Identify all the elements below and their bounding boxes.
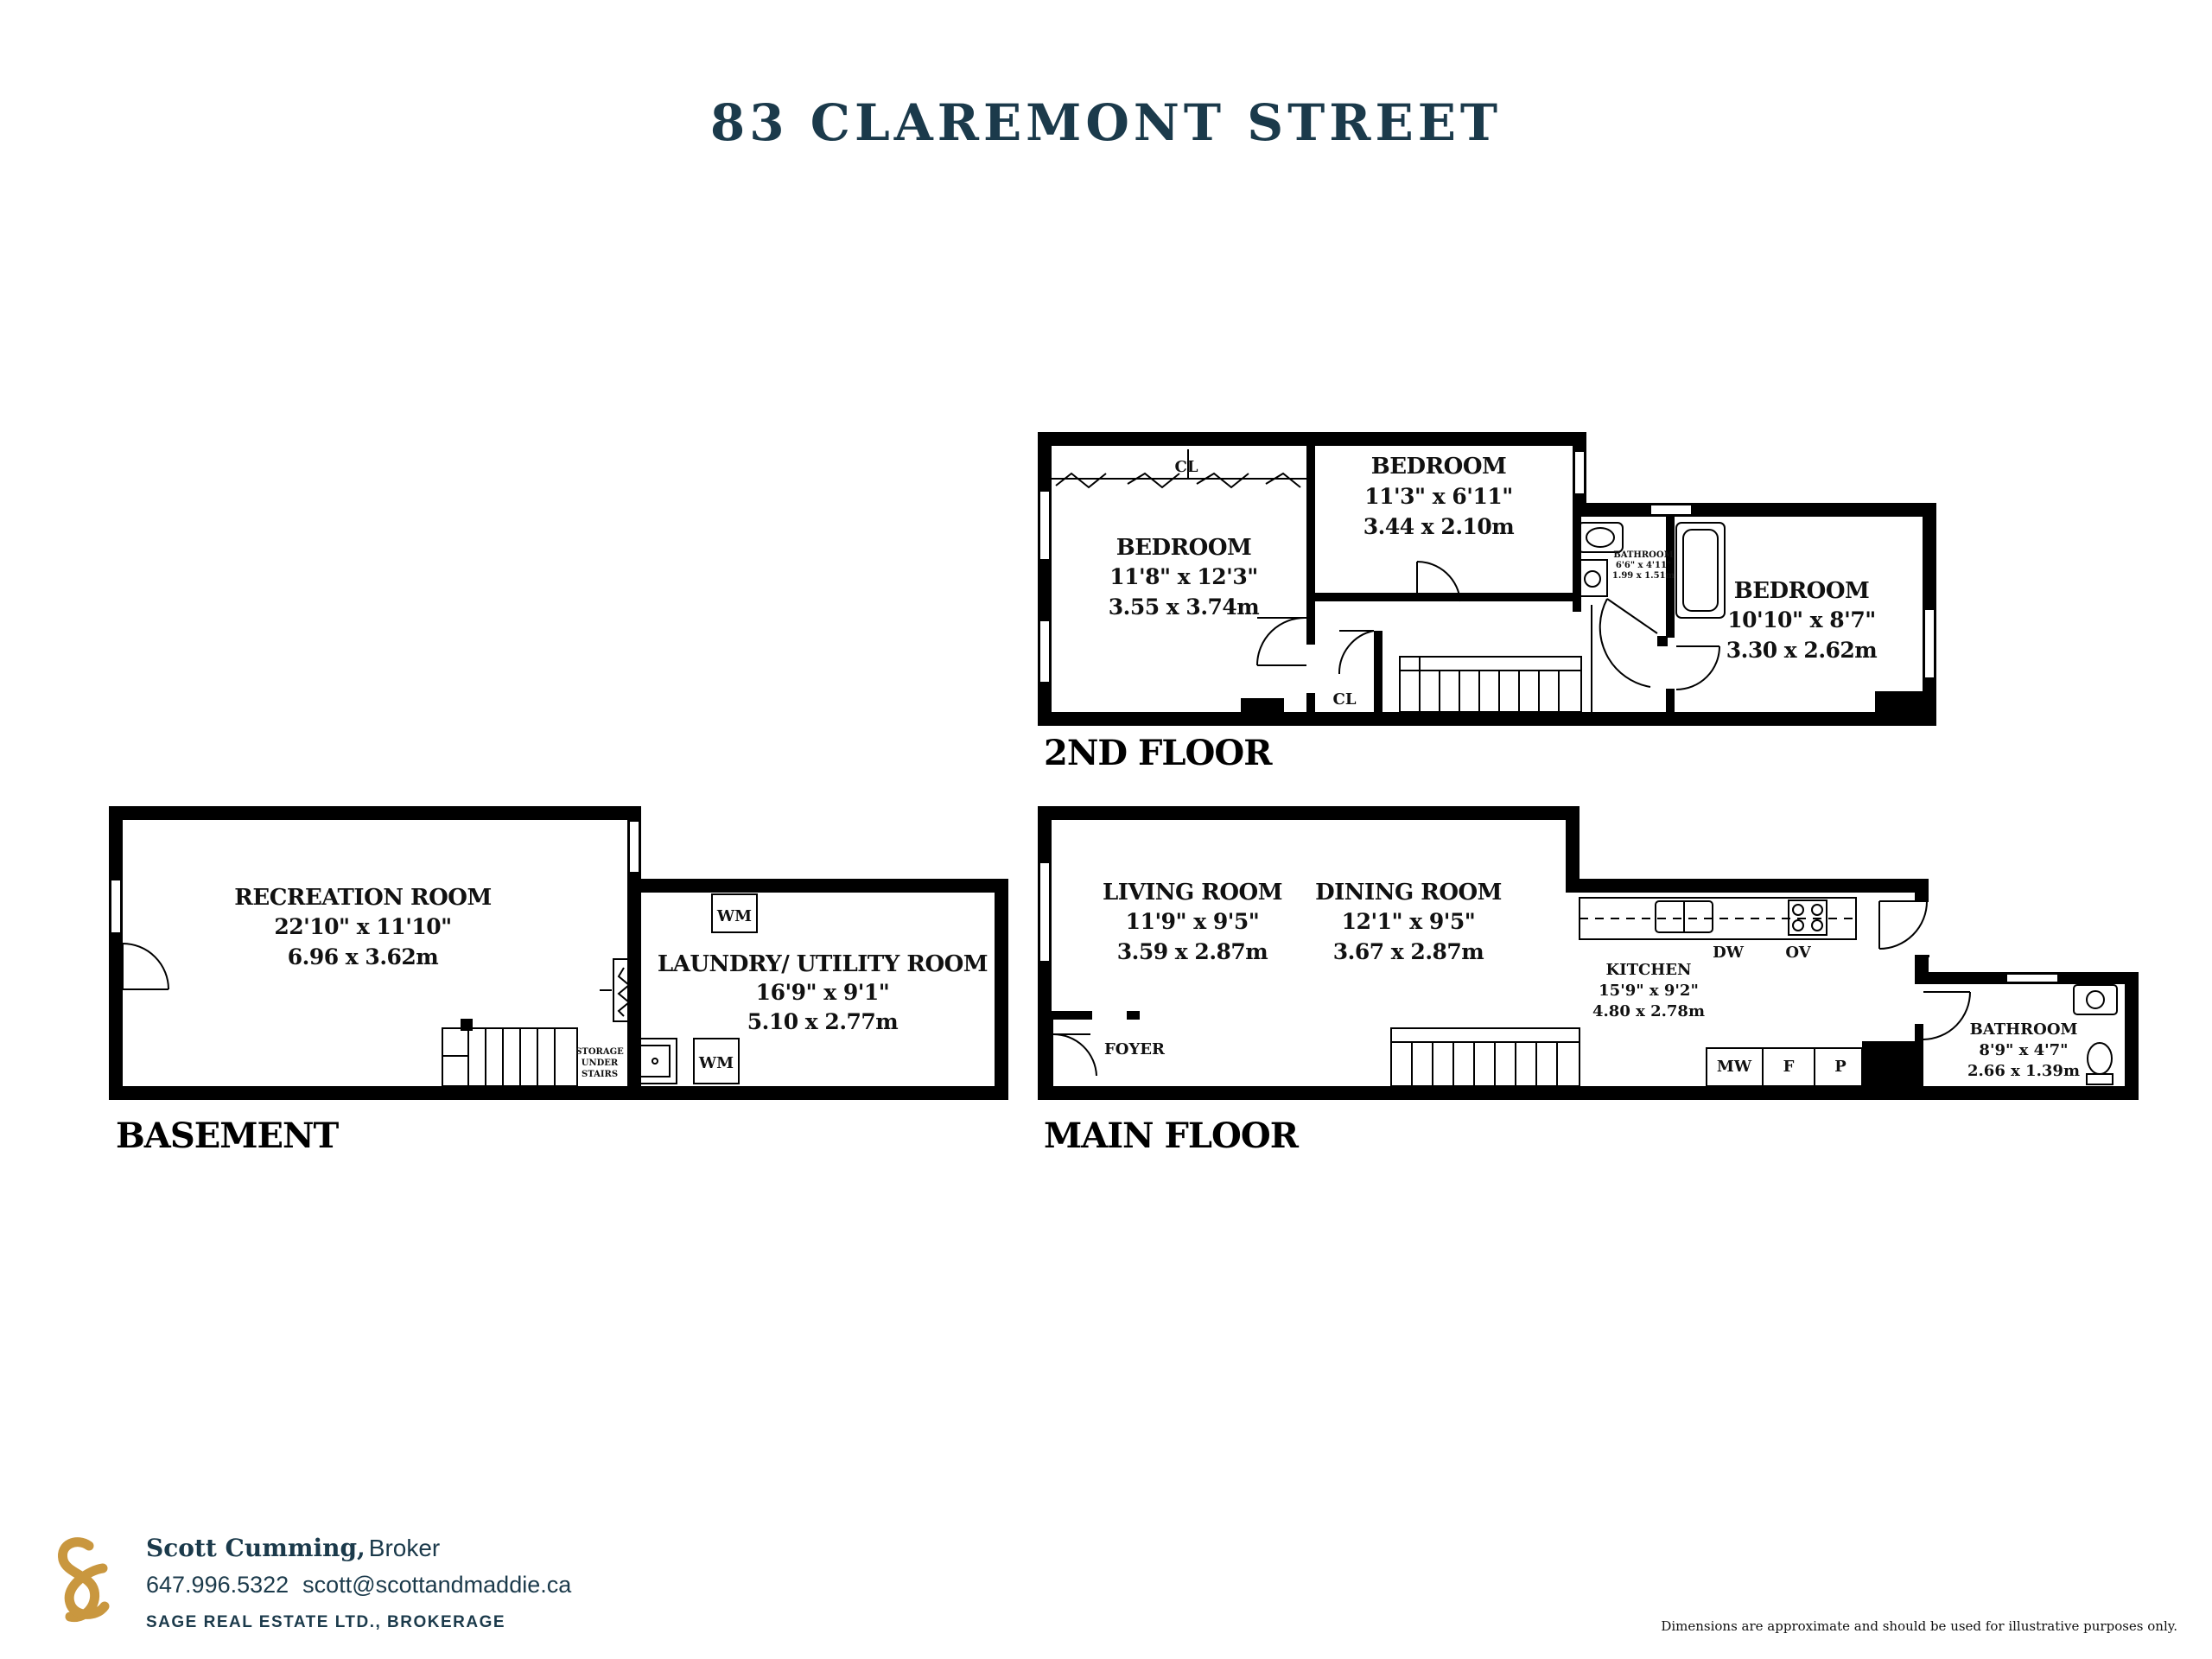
storage-label-line2: UNDER <box>582 1058 619 1068</box>
second-floor-closet-doors <box>1052 449 1306 489</box>
dining-room-name: DINING ROOM <box>1315 880 1502 906</box>
bathroom-2-imperial: 6'6" x 4'11" <box>1616 561 1671 570</box>
microwave-label: MW <box>1717 1058 1752 1076</box>
bedroom-1-imperial: 11'8" x 12'3" <box>1109 564 1258 589</box>
basement-labels: RECREATION ROOM 22'10" x 11'10" 6.96 x 3… <box>116 885 988 1156</box>
bathroom-name: BATHROOM <box>1970 1020 2078 1039</box>
living-room-name: LIVING ROOM <box>1103 880 1282 906</box>
second-floor-plan: CL BEDROOM 11'8" x 12'3" 3.55 x 3.74m BE… <box>1038 432 1936 773</box>
laundry-room-metric: 5.10 x 2.77m <box>747 1009 899 1034</box>
bedroom-2-metric: 3.44 x 2.10m <box>1363 514 1515 539</box>
main-floor-stairs <box>1390 1027 1580 1087</box>
closet-label: CL <box>1175 458 1198 476</box>
bedroom-2-imperial: 11'3" x 6'11" <box>1364 484 1513 509</box>
bedroom-3-metric: 3.30 x 2.62m <box>1726 638 1878 663</box>
second-floor-doors <box>1256 560 1720 690</box>
main-floor-plan: LIVING ROOM 11'9" x 9'5" 3.59 x 2.87m DI… <box>1038 806 2139 1156</box>
main-floor-labels: LIVING ROOM 11'9" x 9'5" 3.59 x 2.87m DI… <box>1044 880 2080 1156</box>
bathroom-metric: 2.66 x 1.39m <box>1967 1062 2080 1080</box>
agent-email[interactable]: scott@scottandmaddie.ca <box>302 1572 572 1598</box>
basement-laundry-fixtures <box>632 893 758 1084</box>
foyer-label: FOYER <box>1104 1040 1166 1058</box>
second-floor-labels: CL BEDROOM 11'8" x 12'3" 3.55 x 3.74m BE… <box>1044 454 1878 773</box>
main-floor-doors <box>1052 900 1971 1077</box>
storage-label-line3: STAIRS <box>582 1070 618 1079</box>
main-floor-bathroom-fixtures <box>2073 984 2118 1085</box>
basement-plan: RECREATION ROOM 22'10" x 11'10" 6.96 x 3… <box>109 806 1008 1156</box>
basement-utility <box>600 958 635 1022</box>
agent-role: Broker <box>368 1535 441 1561</box>
living-room-metric: 3.59 x 2.87m <box>1117 939 1268 964</box>
bedroom-1-metric: 3.55 x 3.74m <box>1109 594 1260 620</box>
main-floor-label: MAIN FLOOR <box>1044 1116 1300 1156</box>
basement-label: BASEMENT <box>116 1116 340 1156</box>
basement-doors <box>122 943 169 990</box>
fridge-label: F <box>1783 1058 1795 1076</box>
bedroom-3-name: BEDROOM <box>1734 578 1870 604</box>
bedroom-1-name: BEDROOM <box>1116 535 1252 561</box>
brokerage-name: SAGE REAL ESTATE LTD., BROKERAGE <box>146 1613 506 1631</box>
laundry-room-name: LAUNDRY/ UTILITY ROOM <box>658 951 988 977</box>
agent-phone[interactable]: 647.996.5322 <box>146 1572 289 1598</box>
bathroom-2-name: BATHROOM <box>1613 550 1673 560</box>
basement-windows <box>110 820 640 934</box>
agent-contact: 647.996.5322 scott@scottandmaddie.ca <box>146 1572 571 1599</box>
basement-stairs <box>442 1019 578 1087</box>
second-floor-bathroom-fixtures <box>1577 522 1726 619</box>
dining-room-imperial: 12'1" x 9'5" <box>1342 909 1476 934</box>
storage-label-line1: STORAGE <box>575 1047 624 1057</box>
living-room-imperial: 11'9" x 9'5" <box>1126 909 1260 934</box>
agent-name: Scott Cumming, <box>146 1534 365 1562</box>
washer-label: WM <box>716 907 752 925</box>
recreation-room-imperial: 22'10" x 11'10" <box>274 914 451 939</box>
second-floor-windows <box>1039 450 1936 683</box>
bathroom-2-metric: 1.99 x 1.51m <box>1612 571 1675 581</box>
dining-room-metric: 3.67 x 2.87m <box>1333 939 1484 964</box>
ampersand-logo-icon <box>58 1537 110 1623</box>
agent-name-line: Scott Cumming, Broker <box>146 1534 440 1562</box>
bedroom-2-name: BEDROOM <box>1371 454 1507 480</box>
kitchen-counters <box>1579 897 1863 1087</box>
disclaimer: Dimensions are approximate and should be… <box>1661 1618 2177 1634</box>
kitchen-name: KITCHEN <box>1606 961 1692 979</box>
dishwasher-label: DW <box>1713 944 1745 962</box>
recreation-room-name: RECREATION ROOM <box>234 885 491 911</box>
pantry-label: P <box>1834 1058 1847 1076</box>
closet-label: CL <box>1333 690 1357 709</box>
washer-label: WM <box>698 1054 734 1072</box>
second-floor-stairs <box>1399 605 1592 713</box>
second-floor-label: 2ND FLOOR <box>1044 733 1273 773</box>
bedroom-3-imperial: 10'10" x 8'7" <box>1727 607 1876 632</box>
kitchen-metric: 4.80 x 2.78m <box>1592 1002 1705 1020</box>
bathroom-imperial: 8'9" x 4'7" <box>1979 1041 2068 1059</box>
recreation-room-metric: 6.96 x 3.62m <box>288 944 439 969</box>
laundry-room-imperial: 16'9" x 9'1" <box>756 980 890 1005</box>
main-floor-windows <box>1039 861 2059 983</box>
page-title: 83 CLAREMONT STREET <box>709 93 1503 152</box>
oven-label: OV <box>1785 944 1811 962</box>
kitchen-imperial: 15'9" x 9'2" <box>1599 982 1699 1000</box>
